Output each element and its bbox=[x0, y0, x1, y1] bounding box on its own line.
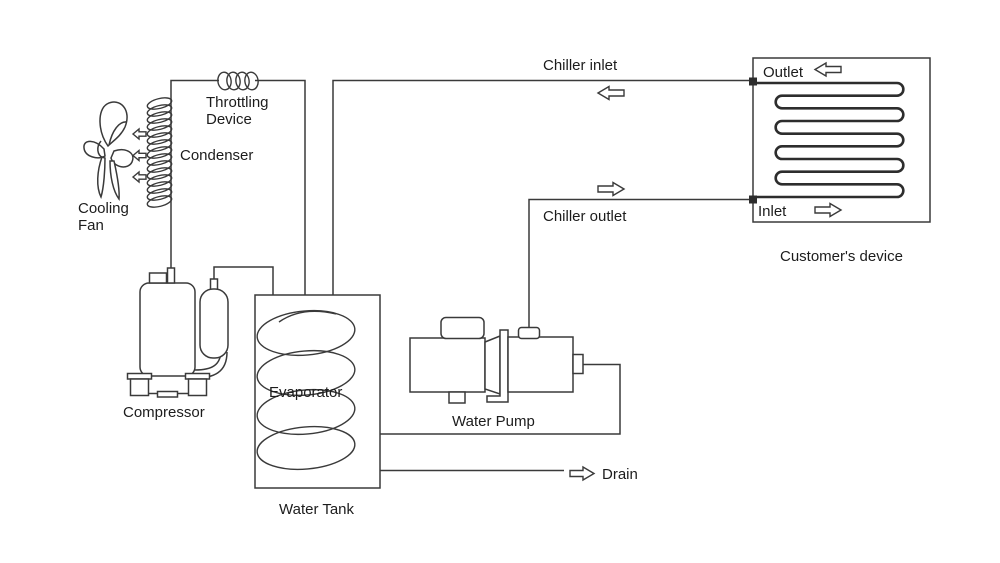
outlet-junction bbox=[749, 77, 757, 86]
pump-motor-foot bbox=[448, 391, 466, 404]
condenser-coil-loop bbox=[146, 153, 173, 166]
condenser-coil-loop bbox=[146, 174, 173, 187]
pump-discharge-port bbox=[572, 353, 584, 375]
water-pipes bbox=[332, 79, 751, 472]
drain-arrow-icon bbox=[569, 465, 596, 482]
customer-device bbox=[749, 57, 931, 223]
fan-blade-left bbox=[83, 140, 106, 159]
cooling-fan-label-2: Fan bbox=[78, 217, 104, 234]
compressor-foot-left bbox=[129, 378, 150, 397]
chiller-inlet-label: Chiller inlet bbox=[543, 57, 618, 74]
throttling-device-label-1: Throttling bbox=[206, 94, 269, 111]
condenser-coil-loop bbox=[146, 132, 173, 145]
customer-inlet-label: Inlet bbox=[758, 203, 787, 220]
condenser-coil bbox=[146, 97, 173, 208]
customer-device-serpentine-coil bbox=[753, 81, 905, 199]
condenser-coil-loop bbox=[146, 181, 173, 194]
compressor-base-notch bbox=[156, 390, 179, 398]
condenser-coil-loop bbox=[146, 195, 173, 208]
pump-suction-port bbox=[517, 326, 541, 340]
chiller-outlet-label: Chiller outlet bbox=[543, 208, 627, 225]
pipe-chiller-inlet bbox=[332, 79, 751, 295]
throttling-device-label-2: Device bbox=[206, 111, 252, 128]
fan-airflow-arrow-icon bbox=[131, 149, 147, 162]
chiller-outlet-arrow-icon bbox=[597, 181, 626, 197]
evaporator-coil bbox=[256, 309, 356, 471]
pump-motor-cap bbox=[440, 316, 485, 340]
water-tank bbox=[254, 294, 381, 489]
fan-airflow-arrow-icon bbox=[131, 127, 147, 141]
fan-airflow-arrow-icon bbox=[131, 170, 147, 184]
chiller-inlet-arrow-icon bbox=[596, 85, 625, 101]
evaporator-label: Evaporator bbox=[269, 384, 342, 401]
compressor bbox=[126, 267, 229, 398]
drain-label: Drain bbox=[602, 466, 638, 483]
condenser-coil-loop bbox=[146, 188, 173, 201]
condenser-coil-loop bbox=[146, 167, 173, 180]
water-pump bbox=[409, 316, 584, 404]
condenser-coil-loop bbox=[146, 104, 173, 117]
customer-inlet-arrow-icon bbox=[814, 202, 843, 218]
condenser-coil-loop bbox=[146, 125, 173, 138]
condenser-coil-loop bbox=[146, 111, 173, 124]
fan-blade-lower-2 bbox=[109, 160, 120, 202]
accumulator-body bbox=[199, 288, 229, 359]
cooling-fan-label-1: Cooling bbox=[78, 200, 129, 217]
compressor-foot-right-flange bbox=[184, 372, 211, 380]
compressor-foot-right bbox=[187, 378, 208, 397]
condenser-coil-loop bbox=[146, 146, 173, 159]
pump-motor bbox=[409, 337, 486, 393]
pipe-throttling-to-tank bbox=[255, 79, 306, 295]
customer-outlet-arrow-icon bbox=[813, 61, 842, 78]
pump-body bbox=[507, 336, 574, 393]
cooling-fan bbox=[83, 101, 134, 202]
compressor-terminal bbox=[148, 272, 168, 284]
compressor-label: Compressor bbox=[123, 404, 205, 421]
water-tank-body bbox=[254, 294, 381, 489]
fan-blade-lower-1 bbox=[97, 156, 106, 200]
water-tank-label: Water Tank bbox=[279, 501, 355, 518]
inlet-junction bbox=[749, 195, 757, 204]
condenser-coil-loop bbox=[146, 160, 173, 173]
compressor-foot-left-flange bbox=[126, 372, 153, 380]
pipe-chiller-outlet bbox=[528, 198, 751, 329]
condenser-coil-loop bbox=[146, 139, 173, 152]
throttling-device-coil bbox=[217, 71, 259, 91]
water-pump-label: Water Pump bbox=[452, 413, 535, 430]
fan-airflow-arrows bbox=[131, 127, 147, 184]
condenser-label: Condenser bbox=[180, 147, 253, 164]
pipe-discharge-condenser bbox=[170, 79, 219, 270]
compressor-discharge-tube bbox=[166, 267, 176, 284]
compressor-body bbox=[139, 282, 196, 377]
customer-outlet-label: Outlet bbox=[763, 64, 804, 81]
customer-device-label: Customer's device bbox=[780, 248, 903, 265]
pipe-suction bbox=[213, 266, 274, 295]
condenser-coil-loop bbox=[146, 97, 173, 110]
fan-blade-top bbox=[99, 101, 128, 148]
fan-blade-top-vein bbox=[108, 121, 128, 146]
refrigerant-pipes bbox=[170, 79, 306, 295]
pump-coupling-cone bbox=[484, 334, 501, 396]
condenser-coil-loop bbox=[146, 118, 173, 131]
pump-bracket bbox=[486, 329, 509, 403]
pipe-pump-return bbox=[380, 363, 621, 435]
